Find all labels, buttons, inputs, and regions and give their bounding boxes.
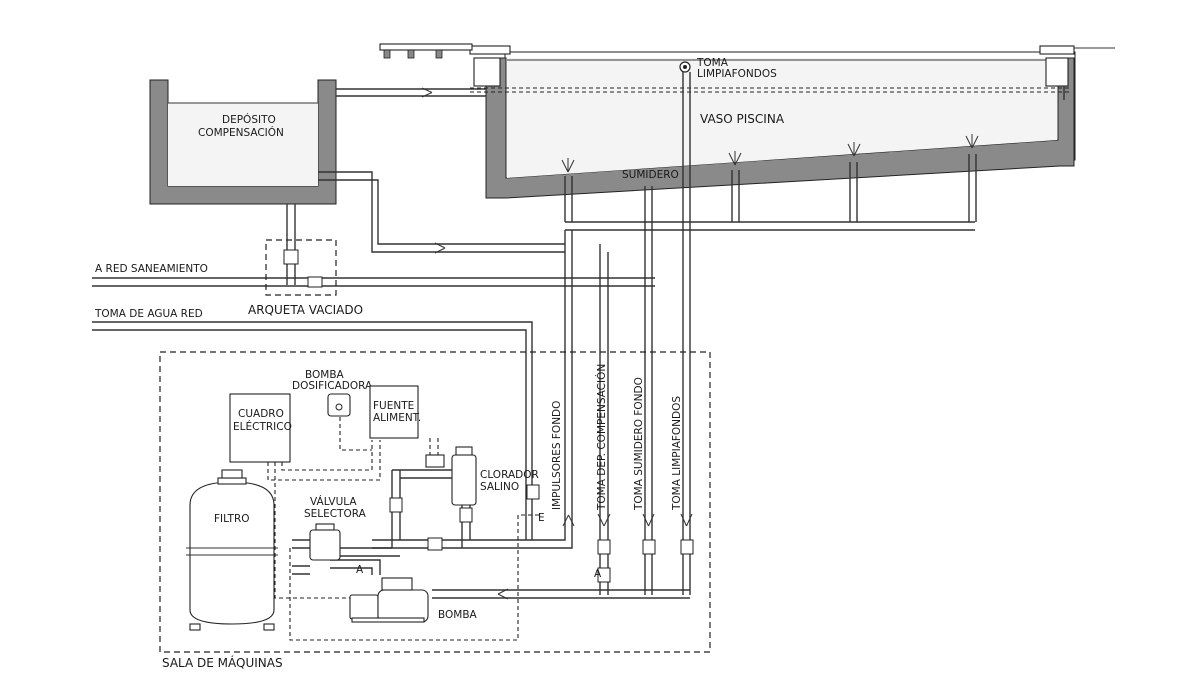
deposito-label-1: DEPÓSITO: [222, 113, 276, 126]
toma-agua-red-label: TOMA DE AGUA RED: [94, 308, 203, 320]
salt-chlorinator: [425, 446, 477, 506]
toma-dep-compensacion-label: TOMA DEP. COMPENSACIÓN: [595, 364, 608, 511]
compensation-tank: [149, 79, 337, 205]
pool-basin: [379, 43, 1115, 199]
pump: [349, 577, 429, 623]
filtro-label: FILTRO: [214, 513, 250, 525]
electrical-panel: [229, 393, 291, 463]
control-wiring: [267, 410, 540, 641]
fuente-label-2: ALIMENT.: [373, 412, 421, 424]
bomba-label: BOMBA: [438, 609, 478, 621]
cuadro-label-2: ELÉCTRICO: [233, 420, 292, 433]
valvula-selectora-label-1: VÁLVULA: [310, 495, 357, 508]
valves: [283, 249, 694, 583]
a-red-saneamiento-label: A RED SANEAMIENTO: [95, 263, 208, 275]
deposito-label-2: COMPENSACIÓN: [198, 126, 284, 139]
arqueta-vaciado-label: ARQUETA VACIADO: [248, 303, 363, 317]
marker-e: E: [538, 512, 545, 524]
marker-a-1: A: [356, 564, 364, 576]
bomba-dosificadora-label-2: DOSIFICADORA: [292, 380, 373, 392]
toma-sumidero-fondo-label: TOMA SUMIDERO FONDO: [633, 377, 645, 511]
bomba-dosificadora-label-1: BOMBA: [305, 369, 345, 381]
return-jets: [561, 134, 979, 173]
toma-limpiafondos-vertical-label: TOMA LIMPIAFONDOS: [671, 396, 683, 511]
fuente-label-1: FUENTE: [373, 400, 414, 412]
pipe-network: [92, 72, 1065, 600]
flow-arrows: [562, 513, 693, 527]
impulsores-fondo-label: IMPULSORES FONDO: [551, 401, 563, 510]
sumidero-label: SUMIDERO: [622, 169, 679, 181]
sand-filter: [186, 469, 278, 631]
power-supply: [369, 385, 419, 439]
vaso-piscina-label: VASO PISCINA: [700, 112, 785, 126]
sala-maquinas-label: SALA DE MÁQUINAS: [162, 655, 283, 670]
machine-room-box: [159, 351, 711, 653]
selector-valve: [309, 523, 341, 561]
clorador-label-2: SALINO: [480, 481, 519, 493]
clorador-label-1: CLORADOR: [480, 469, 539, 481]
toma-limpiafondos-label-1: TOMA: [696, 57, 729, 69]
cuadro-label-1: CUADRO: [238, 408, 284, 420]
toma-limpiafondos-label-2: LIMPIAFONDOS: [697, 68, 777, 80]
marker-a-2: A: [594, 568, 602, 580]
valvula-selectora-label-2: SELECTORA: [304, 508, 367, 520]
arqueta-vaciado-box: [265, 239, 337, 296]
